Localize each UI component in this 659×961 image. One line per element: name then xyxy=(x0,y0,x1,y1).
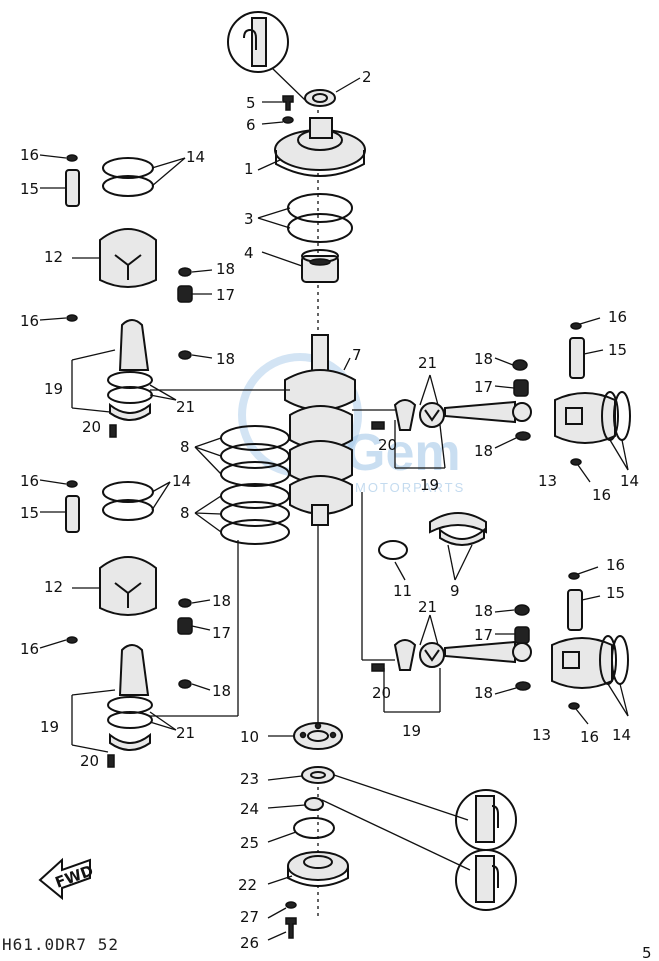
callout-18f: 18 xyxy=(474,442,493,460)
callout-6: 6 xyxy=(246,116,256,134)
callout-14a: 14 xyxy=(186,148,205,166)
lower-bearing-housing xyxy=(287,851,349,887)
piston-group-lower-left xyxy=(65,480,193,768)
piston-group-upper-right xyxy=(371,322,631,466)
callout-12a: 12 xyxy=(44,248,63,266)
bearing-halves-9 xyxy=(429,512,487,546)
callout-20d: 20 xyxy=(372,684,391,702)
callout-25: 25 xyxy=(240,834,259,852)
callout-12b: 12 xyxy=(44,578,63,596)
callout-13b: 13 xyxy=(532,726,551,744)
callout-3: 3 xyxy=(244,210,254,228)
callout-20c: 20 xyxy=(378,436,397,454)
callout-27: 27 xyxy=(240,908,259,926)
detail-circle-seal-a xyxy=(455,789,517,851)
callout-21c: 21 xyxy=(418,354,437,372)
callout-8b: 8 xyxy=(180,504,190,522)
callout-21b: 21 xyxy=(176,724,195,742)
callout-22: 22 xyxy=(238,876,257,894)
callout-16d: 16 xyxy=(20,640,39,658)
callout-18e: 18 xyxy=(474,350,493,368)
callout-17a: 17 xyxy=(216,286,235,304)
callout-8a: 8 xyxy=(180,438,190,456)
seal-ring-stack xyxy=(220,425,290,545)
callout-5: 5 xyxy=(246,94,256,112)
callout-15b: 15 xyxy=(20,504,39,522)
callout-15a: 15 xyxy=(20,180,39,198)
lower-bearing-10 xyxy=(293,722,343,750)
callout-17d: 17 xyxy=(474,626,493,644)
callout-18c: 18 xyxy=(212,592,231,610)
callout-17c: 17 xyxy=(474,378,493,396)
callout-1: 1 xyxy=(244,160,254,178)
callout-16a: 16 xyxy=(20,146,39,164)
callout-18h: 18 xyxy=(474,684,493,702)
callout-13a: 13 xyxy=(538,472,557,490)
callout-20b: 20 xyxy=(80,752,99,770)
callout-20a: 20 xyxy=(82,418,101,436)
callout-16b: 16 xyxy=(20,312,39,330)
callout-19b: 19 xyxy=(40,718,59,736)
callout-7: 7 xyxy=(352,346,362,364)
callout-14d: 14 xyxy=(612,726,631,744)
upper-bearing-housing xyxy=(274,117,366,177)
diagram-code: H61.0DR7 52 xyxy=(2,935,119,954)
callout-9: 9 xyxy=(450,582,460,600)
callout-18a: 18 xyxy=(216,260,235,278)
callout-18d: 18 xyxy=(212,682,231,700)
callout-16e: 16 xyxy=(608,308,627,326)
callout-2: 2 xyxy=(362,68,372,86)
callout-19c: 19 xyxy=(420,476,439,494)
callout-14b: 14 xyxy=(172,472,191,490)
callout-19d: 19 xyxy=(402,722,421,740)
fwd-label: FWD xyxy=(53,861,96,891)
callout-15c: 15 xyxy=(608,341,627,359)
upper-bearing xyxy=(301,249,339,283)
crankshaft xyxy=(284,334,356,526)
callout-16f: 16 xyxy=(592,486,611,504)
callout-19a: 19 xyxy=(44,380,63,398)
piston-group-upper-left xyxy=(65,154,193,438)
piston-group-lower-right xyxy=(371,572,629,710)
corner-mark: 5 xyxy=(642,944,652,961)
callout-26: 26 xyxy=(240,934,259,952)
detail-circle-top xyxy=(227,11,306,101)
callout-11: 11 xyxy=(393,582,412,600)
callout-16g: 16 xyxy=(606,556,625,574)
callout-4: 4 xyxy=(244,244,254,262)
fwd-arrow-icon: FWD xyxy=(38,857,96,901)
callout-18g: 18 xyxy=(474,602,493,620)
callout-16h: 16 xyxy=(580,728,599,746)
detail-circle-seal-b xyxy=(455,849,517,911)
callout-labels: 1 2 3 4 5 6 7 8 8 9 10 11 12 12 13 13 14… xyxy=(20,68,639,952)
callout-21d: 21 xyxy=(418,598,437,616)
callout-14c: 14 xyxy=(620,472,639,490)
callout-10: 10 xyxy=(240,728,259,746)
watermark-sub: MOTORPARTS xyxy=(355,480,465,495)
callout-21a: 21 xyxy=(176,398,195,416)
callout-23: 23 xyxy=(240,770,259,788)
callout-18b: 18 xyxy=(216,350,235,368)
callout-16c: 16 xyxy=(20,472,39,490)
callout-24: 24 xyxy=(240,800,259,818)
callout-17b: 17 xyxy=(212,624,231,642)
callout-15d: 15 xyxy=(606,584,625,602)
